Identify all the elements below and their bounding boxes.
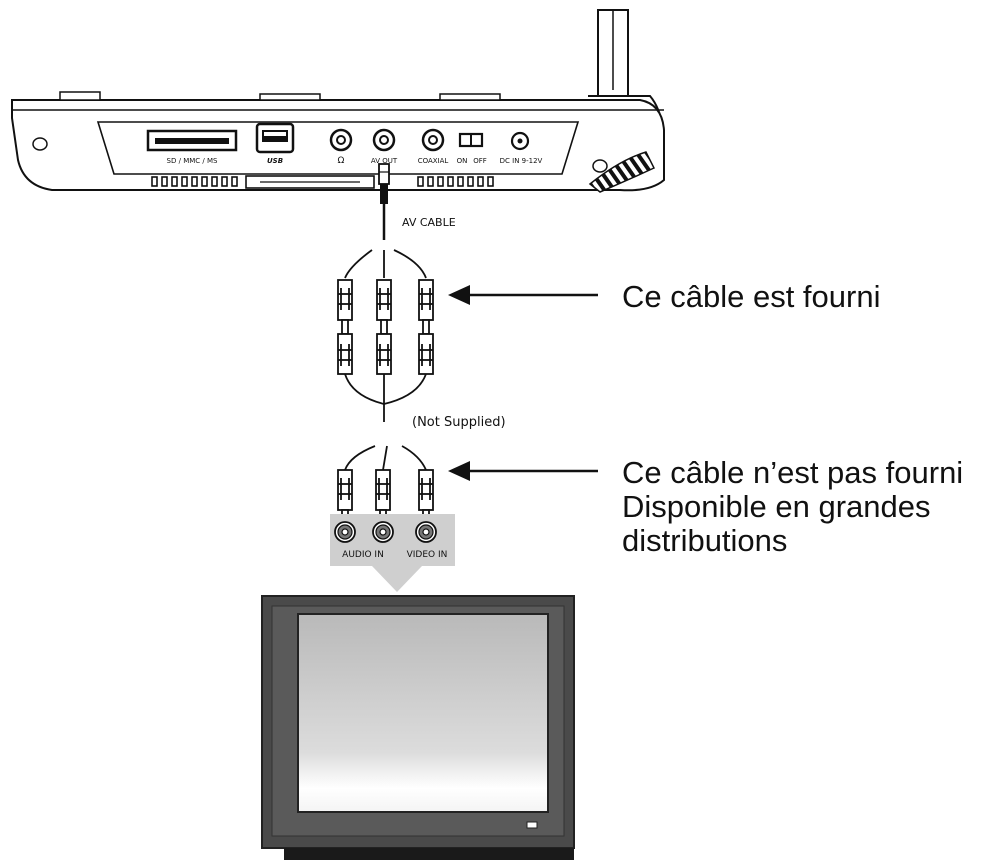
speaker-grill <box>588 151 656 193</box>
switch-off-label: OFF <box>473 157 487 165</box>
tv-base <box>284 848 574 860</box>
video-in-label: VIDEO IN <box>407 550 448 560</box>
availability-note-line-1: Disponible en grandes <box>622 489 931 524</box>
not-supplied-label: (Not Supplied) <box>412 415 506 430</box>
rca-socket <box>415 521 437 543</box>
supplied-note: Ce câble est fourni <box>622 279 881 314</box>
arrow-not-supplied <box>448 461 598 481</box>
av-out-label: AV OUT <box>371 157 398 165</box>
rca-socket <box>372 521 394 543</box>
arrow-left-icon <box>448 285 470 305</box>
arrow-supplied <box>448 285 598 305</box>
usb-label: USB <box>267 157 283 165</box>
tv-screen <box>297 613 549 813</box>
tv-rca-cable <box>337 445 434 519</box>
headphone-icon: Ω <box>338 156 345 166</box>
minijack-plug <box>378 163 390 185</box>
av-cable: AV CABLE <box>378 163 456 240</box>
supplied-rca-cable <box>337 249 434 422</box>
screw-icon <box>32 137 48 151</box>
dc-in-label: DC IN 9-12V <box>500 157 543 165</box>
dvd-player: SD / MMC / MS USB Ω AV OUT COAXIAL ON OF… <box>11 9 665 193</box>
card-slot-label: SD / MMC / MS <box>167 157 218 165</box>
audio-in-label: AUDIO IN <box>342 550 384 560</box>
not-supplied-note: Ce câble n’est pas fourni <box>622 455 964 490</box>
arrow-left-icon <box>448 461 470 481</box>
coaxial-label: COAXIAL <box>418 157 449 165</box>
vent-left <box>151 176 238 187</box>
rca-socket <box>334 521 356 543</box>
plug-sleeve <box>380 184 388 204</box>
availability-note-line-2: distributions <box>622 523 788 558</box>
av-cable-label: AV CABLE <box>402 216 456 229</box>
switch-on-label: ON <box>457 157 468 165</box>
panel-pointer <box>372 566 422 592</box>
tv-input-panel: AUDIO IN VIDEO IN <box>330 514 455 592</box>
vent-right <box>417 176 494 187</box>
tv-power-led <box>526 821 538 829</box>
screw-icon <box>592 159 608 173</box>
television <box>261 595 575 860</box>
